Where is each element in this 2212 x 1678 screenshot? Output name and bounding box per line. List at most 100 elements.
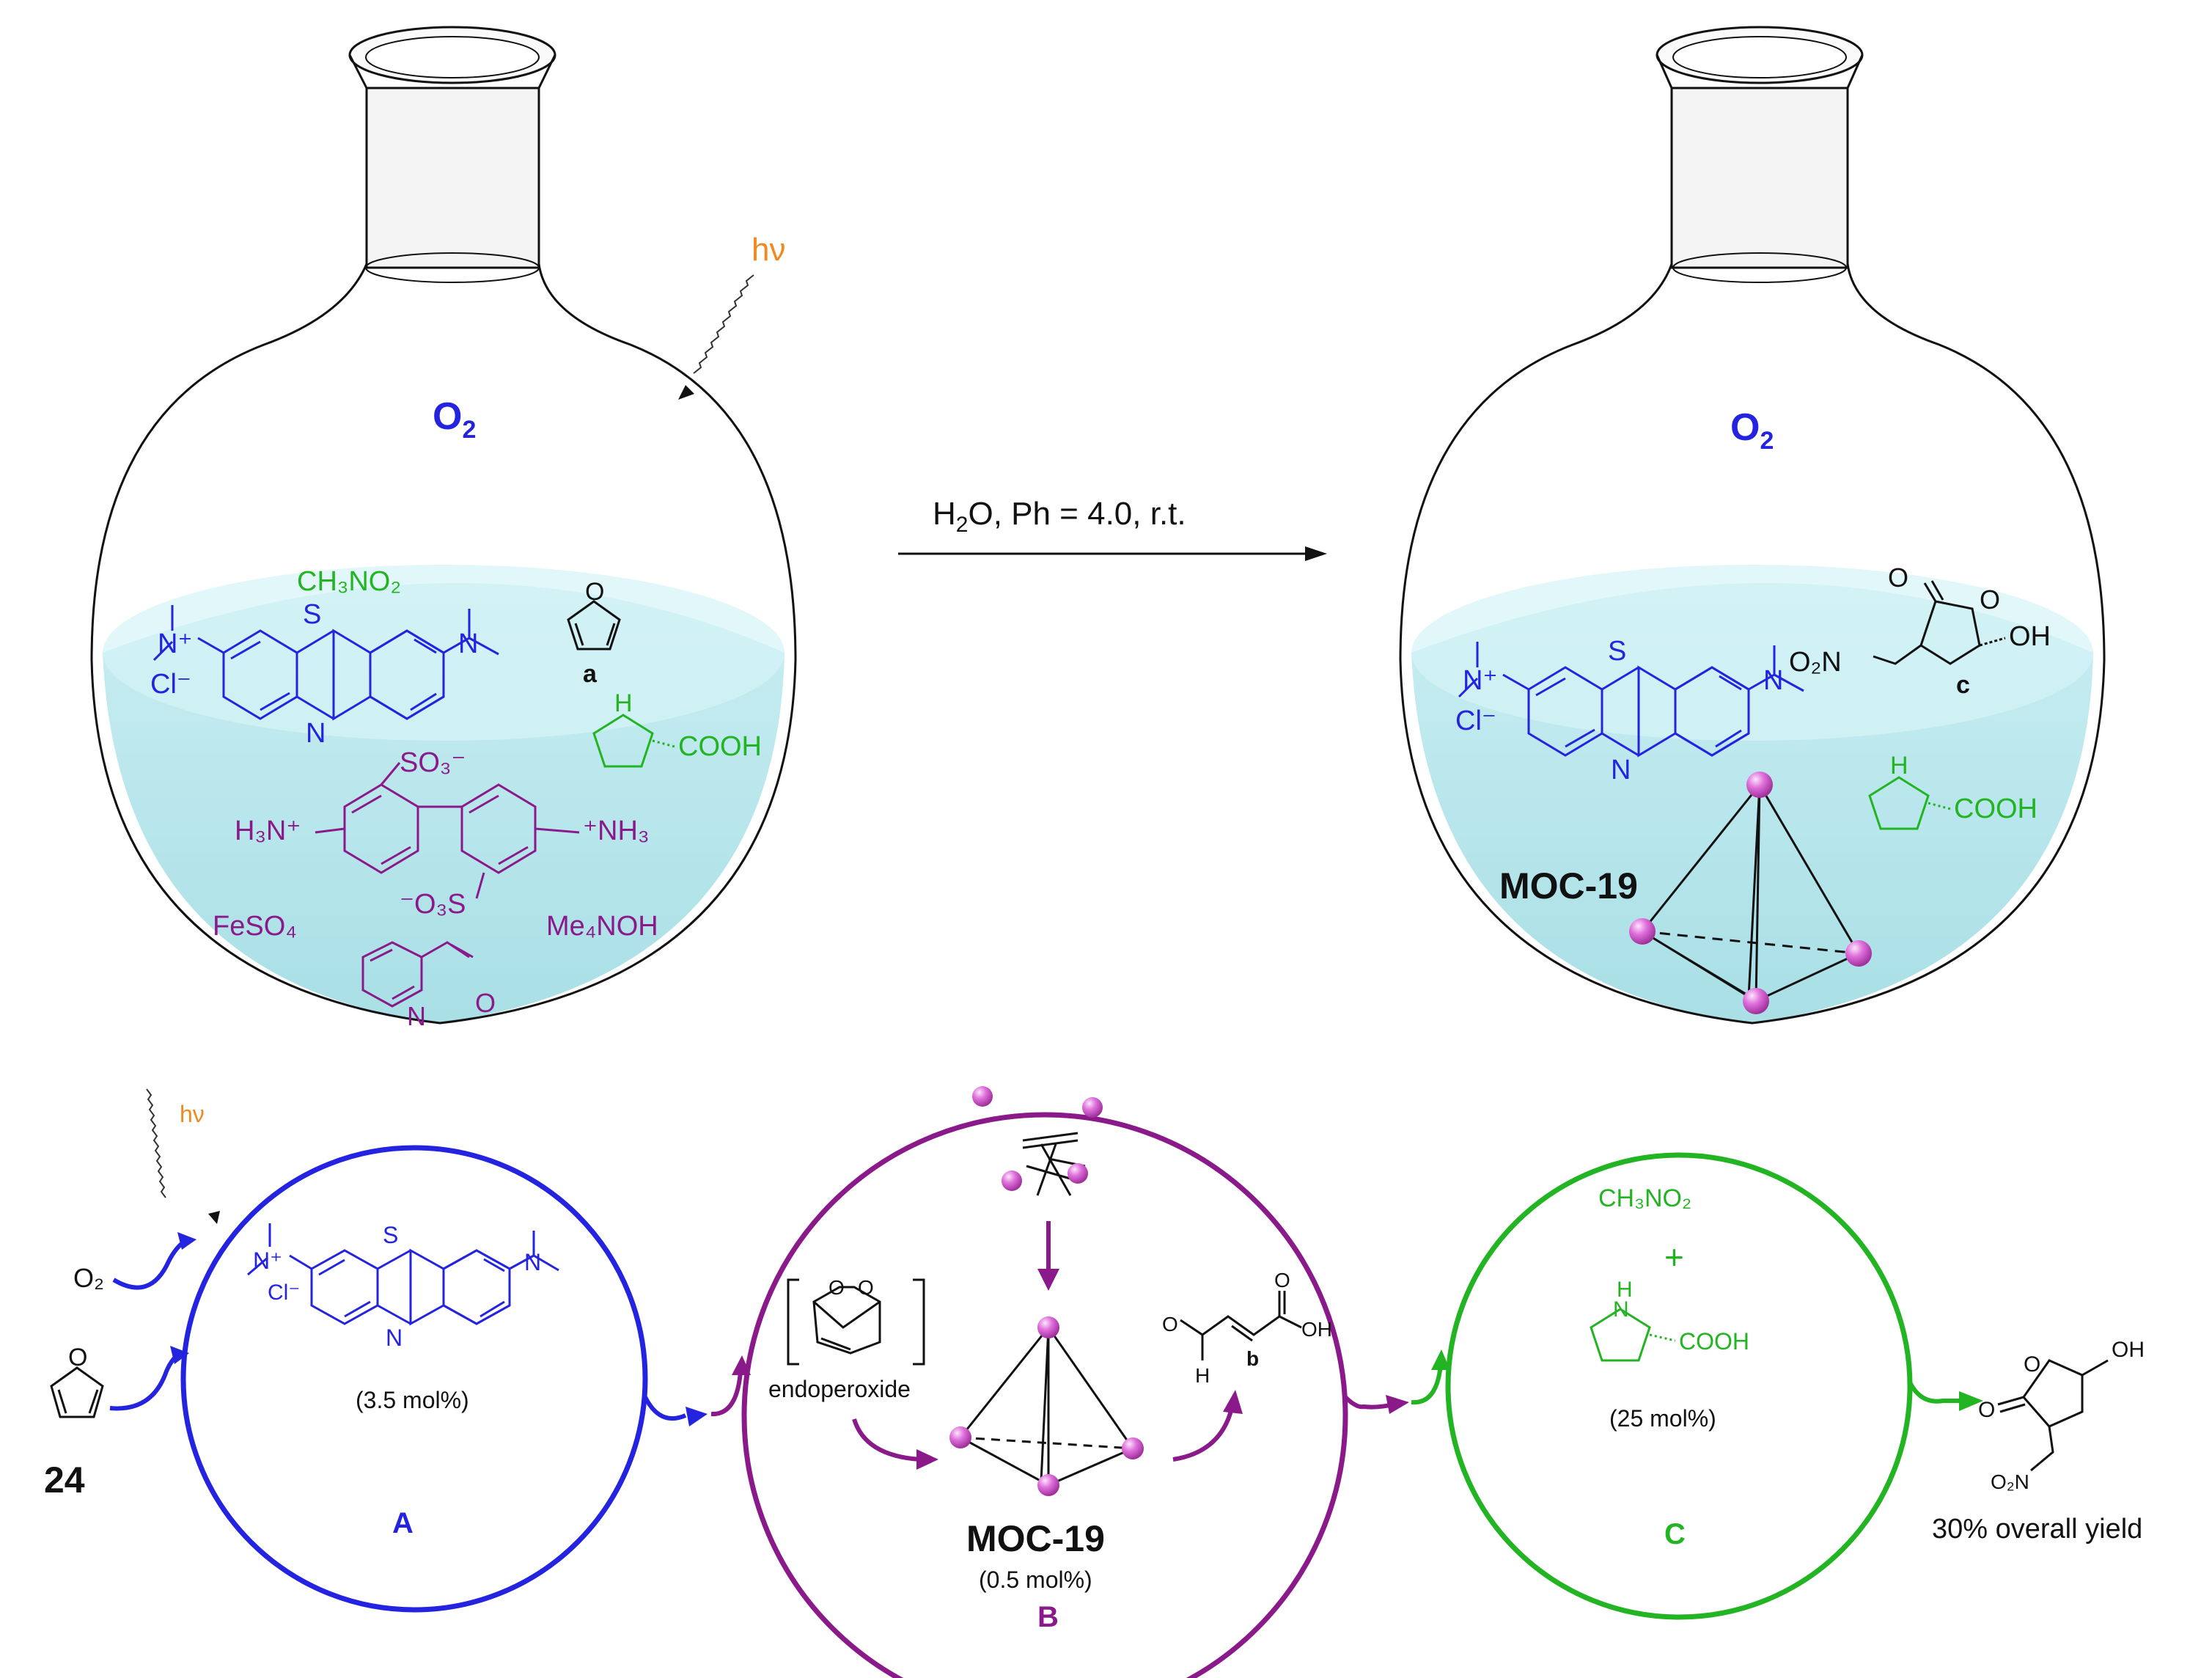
- right-lactone-oh: OH: [2009, 621, 2051, 652]
- left-feso4: FeSO₄: [213, 911, 297, 942]
- bottom-furan-o: O: [68, 1344, 87, 1371]
- right-mb-n: N: [1611, 755, 1631, 785]
- cycle-b-moc-cage: [958, 1325, 1135, 1487]
- right-cage-vertex-top: [1746, 772, 1773, 798]
- left-flask-o2: O2: [433, 395, 476, 444]
- right-methylene-blue: [1458, 642, 1804, 758]
- bottom-light-wavy-arrow: [146, 1088, 166, 1198]
- left-label-a: a: [583, 660, 598, 688]
- left-proline-nh: H: [614, 689, 633, 717]
- cycle-a-mb-n-plus: N⁺: [253, 1247, 282, 1274]
- left-furan-o: O: [585, 578, 604, 606]
- cycle-b-free-vertex: [1002, 1170, 1022, 1191]
- cycle-c-ch3no2: CH₃NO₂: [1598, 1184, 1691, 1212]
- cycle-b-loading: (0.5 mol%): [979, 1567, 1092, 1593]
- product-oh: OH: [2112, 1338, 2145, 1362]
- right-lactone-c: [1873, 580, 2006, 665]
- cycle-c-proline-cooh: COOH: [1679, 1328, 1749, 1355]
- left-pyr-n: N: [407, 1001, 426, 1031]
- cycle-c-proline: [1590, 1308, 1676, 1362]
- endoperoxide-structure: [787, 1278, 925, 1366]
- bottom-hv-label: hν: [180, 1101, 205, 1127]
- cycle-b-cage-vertex: [1037, 1474, 1059, 1496]
- product-o-ring: O: [2024, 1352, 2040, 1377]
- cycle-b-circle: [741, 1112, 1348, 1678]
- left-me4noh: Me₄NOH: [546, 911, 658, 942]
- cycle-a-loading: (3.5 mol%): [356, 1387, 469, 1413]
- product-o-carbonyl: O: [1978, 1398, 1995, 1422]
- endoperoxide-to-cage-arrow: [852, 1418, 921, 1462]
- compound-b-o-right: O: [1274, 1269, 1290, 1292]
- left-methylene-blue: [153, 605, 499, 721]
- cycle-a-mb-s: S: [383, 1222, 398, 1248]
- cycle-b-free-vertex: [1068, 1163, 1088, 1184]
- left-ch3no2: CH₃NO₂: [297, 566, 401, 597]
- compound-b-label: b: [1246, 1347, 1259, 1370]
- cycle-b-moc-label: MOC-19: [966, 1518, 1105, 1559]
- a-to-b-connector: [643, 1396, 687, 1421]
- right-proline-nh: H: [1890, 752, 1908, 780]
- bottom-furan-24: [50, 1366, 104, 1418]
- left-so3-top: SO₃⁻: [400, 747, 466, 778]
- left-h3n: H₃N⁺: [235, 816, 301, 846]
- right-lactone-o2n: O₂N: [1789, 647, 1842, 678]
- compound-b-o-left: O: [1162, 1313, 1178, 1336]
- left-nh3: ⁺NH₃: [583, 816, 649, 846]
- left-flask-neck: [348, 26, 556, 283]
- main-reaction-arrow: H2O, Ph = 4.0, r.t.: [898, 496, 1327, 561]
- left-mb-n-plus: N⁺: [158, 629, 193, 659]
- cage-to-b-arrow: [1172, 1407, 1234, 1462]
- cycle-c-label: C: [1664, 1518, 1686, 1550]
- compound-b-h: H: [1195, 1364, 1210, 1387]
- furan-entry-arrow: [109, 1351, 181, 1411]
- right-label-c: c: [1956, 671, 1970, 699]
- compound-b-oh: OH: [1301, 1318, 1332, 1341]
- right-proline-cooh: COOH: [1954, 794, 2038, 824]
- arrow-condition: H2O, Ph = 4.0, r.t.: [933, 496, 1186, 537]
- endoperoxide-label: endoperoxide: [768, 1376, 911, 1402]
- right-mb-s: S: [1608, 636, 1626, 667]
- compound-b-structure: [1180, 1291, 1302, 1360]
- right-moc-label: MOC-19: [1499, 865, 1638, 906]
- cycle-b-free-vertex: [972, 1086, 993, 1107]
- compound-24-label: 24: [44, 1459, 85, 1501]
- endoperoxide-o-right: O: [858, 1276, 874, 1299]
- cycle-b-label: B: [1037, 1601, 1059, 1633]
- right-cage-vertex-right: [1845, 940, 1872, 967]
- cycle-a-methylene-blue: [247, 1223, 559, 1326]
- cycle-c-proline-nh: H: [1617, 1278, 1633, 1302]
- cycle-b-free-vertex: [1082, 1097, 1103, 1118]
- left-ald-o: O: [475, 988, 496, 1018]
- left-mb-s: S: [303, 599, 321, 630]
- product-lactone: [1997, 1359, 2109, 1472]
- right-flask: O2 O O OH O₂N c S N N⁺ Cl⁻ N: [1399, 26, 2106, 1025]
- left-proline: [592, 714, 675, 768]
- product-o2n: O₂N: [1991, 1470, 2029, 1493]
- cycle-a-circle: [180, 1145, 648, 1613]
- cycle-b-cage-vertex: [1037, 1316, 1059, 1338]
- left-proline-cooh: COOH: [678, 731, 762, 762]
- right-mb-n-plus: N⁺: [1463, 665, 1498, 696]
- cycle-c-proline-n: N: [1613, 1297, 1629, 1322]
- left-mb-cl: Cl⁻: [150, 669, 191, 700]
- left-mb-n-right: N: [458, 629, 478, 659]
- right-flask-outline: [1399, 263, 2106, 1025]
- cycle-a-mb-n: N: [386, 1325, 403, 1351]
- top-hv-label: hν: [752, 232, 785, 268]
- cycle-c-loading: (25 mol%): [1609, 1405, 1716, 1432]
- b-to-c-connector: [1343, 1395, 1394, 1410]
- bottom-o2: O₂: [73, 1263, 104, 1293]
- cycle-a-mb-cl: Cl⁻: [268, 1281, 300, 1305]
- left-furan: [567, 600, 621, 651]
- right-proline: [1868, 776, 1951, 830]
- cycle-a-label: A: [392, 1507, 414, 1539]
- right-cage-vertex-left: [1629, 918, 1656, 945]
- endoperoxide-o-left: O: [828, 1276, 845, 1299]
- left-o3s: ⁻O₃S: [400, 889, 466, 920]
- left-flask-outline: [90, 263, 797, 1025]
- right-lactone-o-carbonyl: O: [1888, 563, 1908, 593]
- right-flask-o2: O2: [1730, 406, 1774, 455]
- right-mb-n-right: N: [1763, 665, 1783, 696]
- cycle-a-mb-n-right: N: [524, 1249, 541, 1275]
